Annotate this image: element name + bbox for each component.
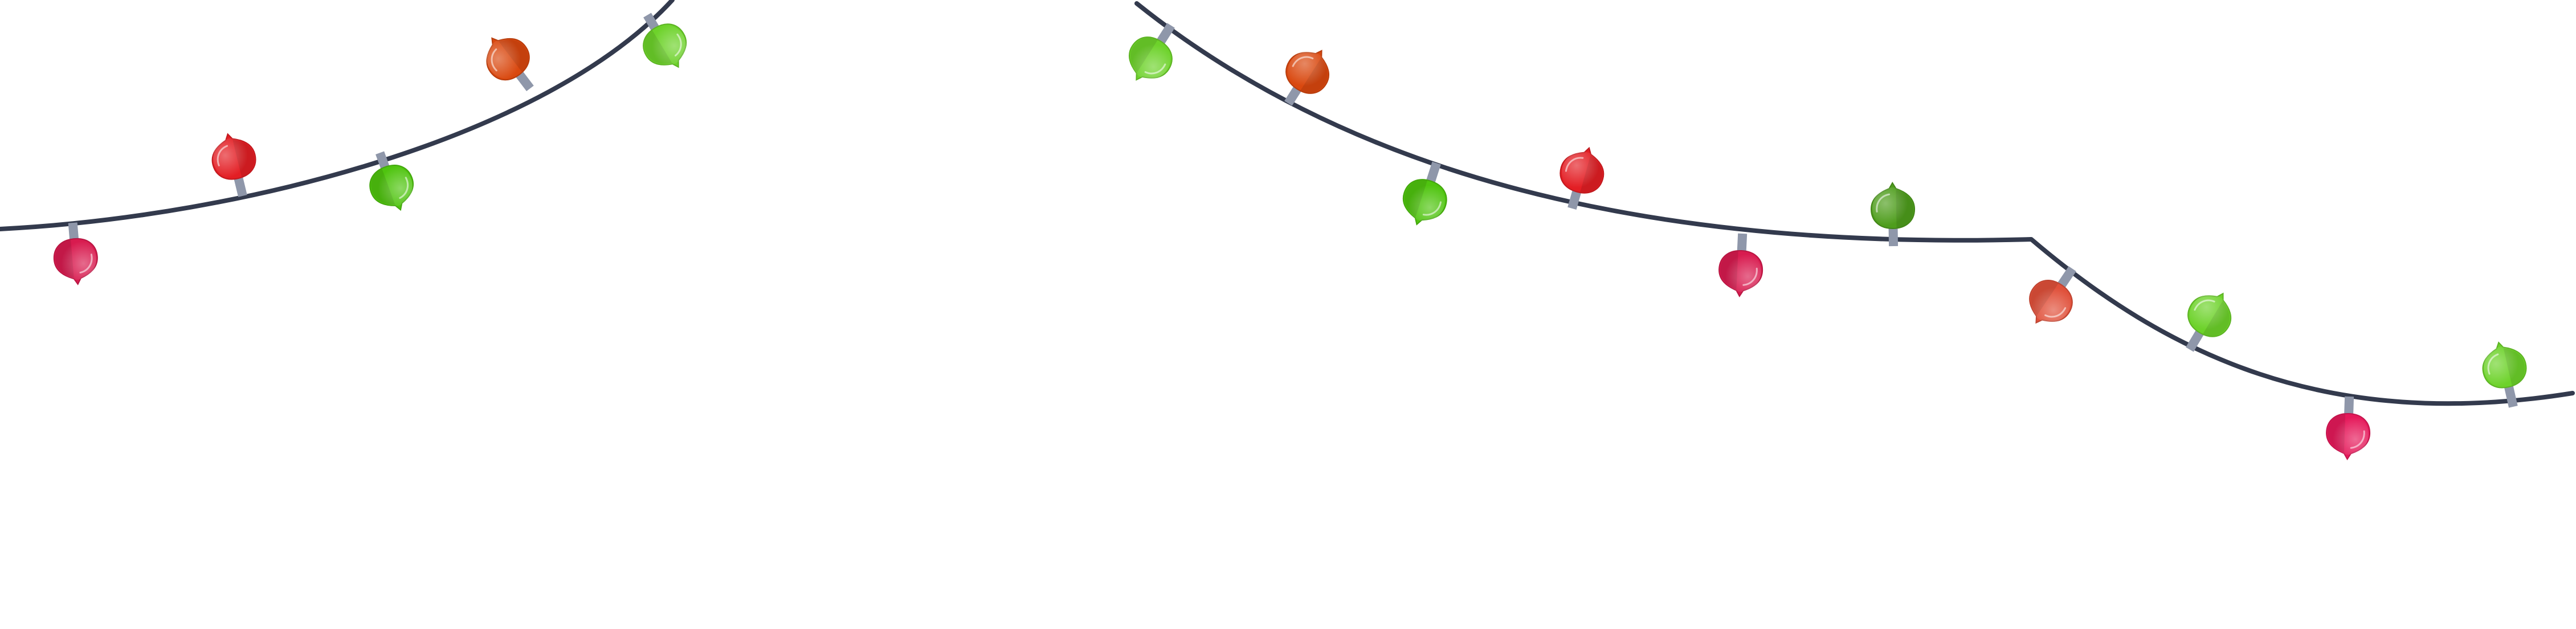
bulb-icon xyxy=(2326,396,2371,460)
bulb-icon xyxy=(643,13,687,68)
bulb-highlight xyxy=(213,138,254,179)
bulb-reflection xyxy=(674,33,682,56)
bulb-icon xyxy=(1560,146,1605,210)
bulb-reflection xyxy=(1876,193,1891,213)
bulbs xyxy=(53,13,2527,460)
bulb-reflection xyxy=(2044,307,2067,318)
bulb-reflection xyxy=(1144,63,1166,75)
bulb-icon xyxy=(369,151,414,211)
left-strand-bulbs xyxy=(53,13,687,285)
bulb-icon xyxy=(1402,161,1447,226)
bulb-reflection xyxy=(2350,430,2365,449)
bulb-icon xyxy=(1129,23,1175,81)
bulb-highlight xyxy=(372,166,413,207)
bulb-highlight xyxy=(2484,346,2525,387)
bulb-icon xyxy=(486,37,534,92)
bulb-reflection xyxy=(2194,299,2215,311)
bulb-highlight xyxy=(2030,281,2071,322)
bulb-highlight xyxy=(2190,295,2231,336)
bulb-highlight xyxy=(487,38,528,79)
right-strand-wire xyxy=(1134,1,2575,406)
bulb-highlight xyxy=(1288,51,1329,92)
bulb-reflection xyxy=(1292,56,1314,67)
bulb-highlight xyxy=(1562,152,1603,193)
bulb-icon xyxy=(1284,50,1329,106)
bulb-icon xyxy=(211,133,256,197)
bulb-icon xyxy=(1871,182,1916,247)
bulb-icon xyxy=(1718,233,1763,297)
bulb-reflection xyxy=(491,48,497,72)
bulb-icon xyxy=(2029,266,2076,324)
bulb-reflection xyxy=(399,177,409,199)
bulb-reflection xyxy=(1742,267,1758,286)
bulb-icon xyxy=(2482,341,2527,408)
bulb-reflection xyxy=(2487,353,2499,375)
bulb-icon xyxy=(2186,292,2232,352)
bulb-reflection xyxy=(79,254,93,273)
left-strand-wire xyxy=(0,0,675,231)
bulb-icon xyxy=(53,222,98,285)
bulb-reflection xyxy=(1422,201,1442,216)
right-strand-bulbs xyxy=(1129,23,2527,460)
bulb-highlight xyxy=(1129,38,1170,79)
bulb-reflection xyxy=(217,145,228,166)
bulb-reflection xyxy=(1565,157,1584,172)
bulb-highlight xyxy=(1404,180,1445,221)
